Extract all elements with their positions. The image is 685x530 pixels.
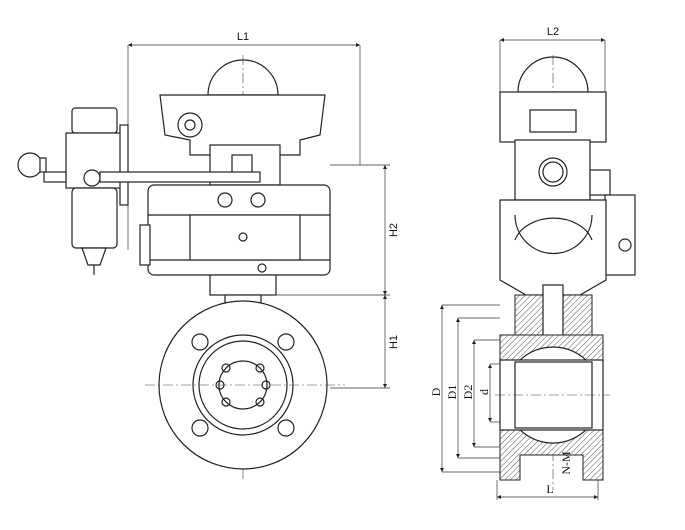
dim-label-l1: L1 (237, 31, 249, 43)
dim-label-l2: L2 (547, 26, 559, 38)
dim-label-h1: H1 (388, 335, 400, 349)
side-view (439, 37, 636, 500)
dim-label-length: L (546, 482, 553, 496)
dim-label-bolt-spec: N-M (559, 451, 573, 475)
dim-label-d-outer: D (429, 387, 443, 396)
dim-label-h2: H2 (388, 223, 400, 237)
dim-label-d1: D1 (445, 385, 459, 400)
dim-label-bore: d (477, 389, 491, 395)
bolt-holes (191, 333, 295, 437)
dim-label-d2: D2 (461, 385, 475, 400)
front-view (17, 42, 390, 480)
